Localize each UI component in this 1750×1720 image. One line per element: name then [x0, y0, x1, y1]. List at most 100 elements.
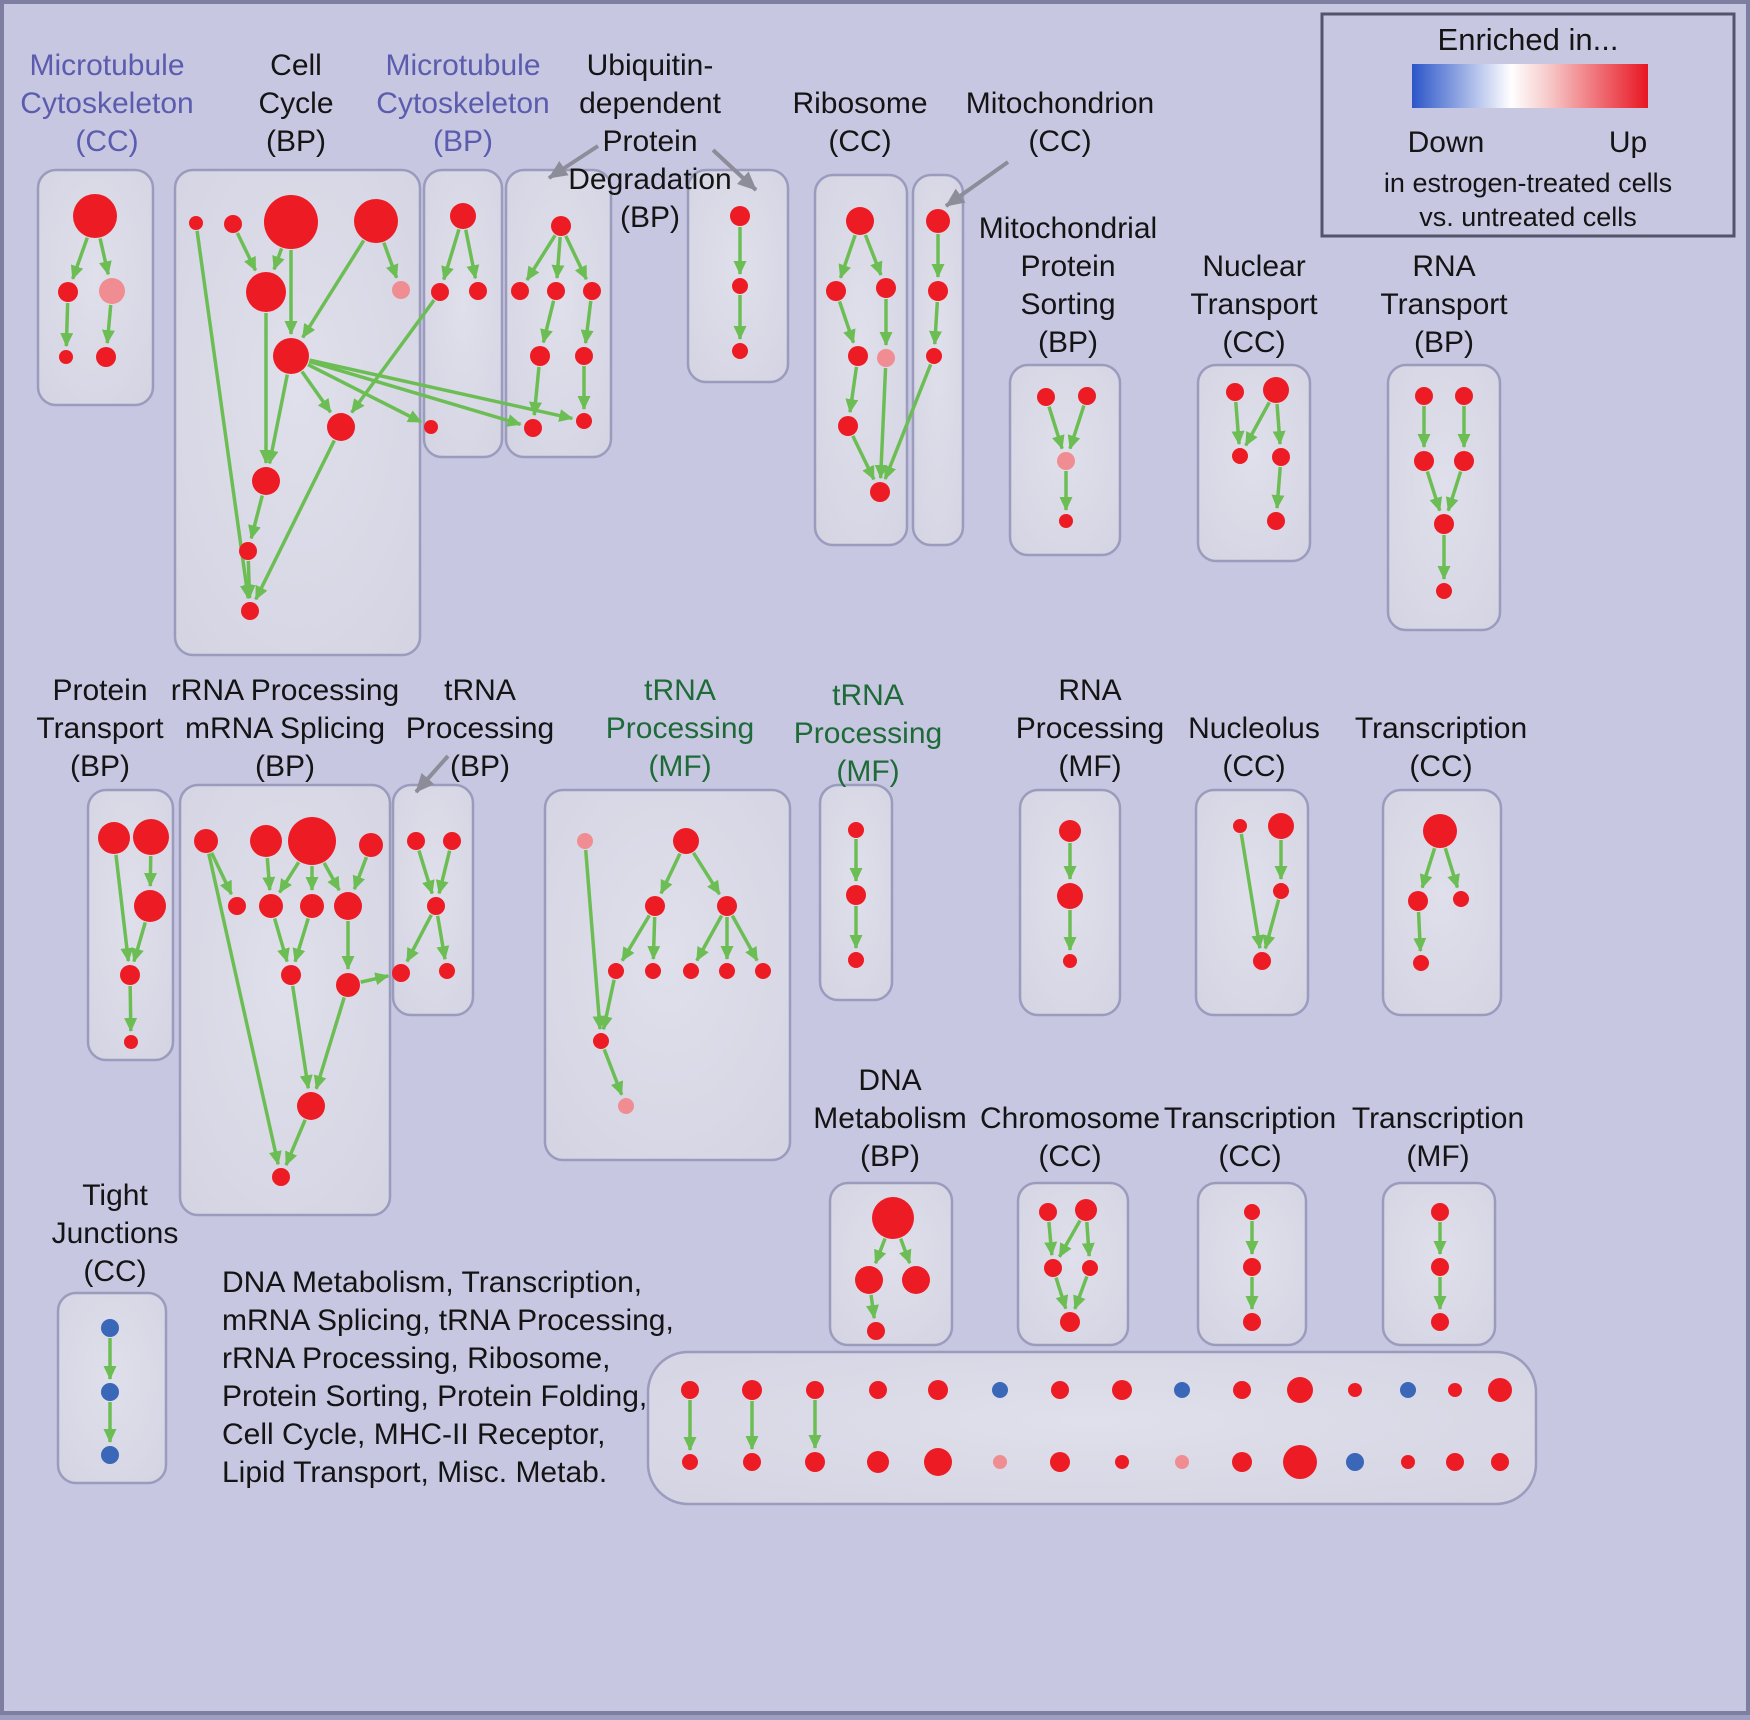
trna-processing-mf-1-node-1	[673, 828, 699, 854]
mixed-cluster-node-7	[867, 1451, 889, 1473]
tight-junctions-cc-node-2	[101, 1446, 119, 1464]
cell-cycle-bp-label-line-1: Cycle	[258, 87, 333, 120]
nucleolus-cc-node-2	[1273, 883, 1289, 899]
protein-transport-bp-label-line-1: Transport	[36, 712, 164, 745]
transcription-cc-1-node-1	[1408, 891, 1428, 911]
chromosome-cc-node-0	[1039, 1203, 1057, 1221]
cell-cycle-bp-node-6	[273, 338, 309, 374]
rna-transport-bp-label-line-1: Transport	[1380, 288, 1508, 321]
dna-metabolism-bp-node-2	[902, 1266, 930, 1294]
trna-processing-bp-node-1	[443, 832, 461, 850]
rrna-processing-mrna-splicing-bp-node-7	[334, 892, 362, 920]
trna-processing-bp-node-4	[439, 963, 455, 979]
edge-protein-transport-bp-3	[130, 986, 131, 1031]
rrna-processing-mrna-splicing-bp-node-0	[194, 829, 218, 853]
protein-transport-bp-node-0	[98, 822, 130, 854]
mixed-cluster-node-23	[1346, 1453, 1364, 1471]
mixed-cluster-node-17	[1175, 1455, 1189, 1469]
mixed-cluster-note-line-4: Cell Cycle, MHC-II Receptor,	[222, 1418, 605, 1451]
rrna-processing-mrna-splicing-bp-node-2	[288, 817, 336, 865]
ribosome-cc-node-1	[826, 281, 846, 301]
trna-processing-mf-2-node-2	[848, 952, 864, 968]
legend-caption-line1: in estrogen-treated cells	[1384, 168, 1672, 198]
mixed-cluster-node-9	[924, 1448, 952, 1476]
microtubule-cytoskeleton-cc-node-3	[59, 350, 73, 364]
transcription-mf-node-2	[1431, 1313, 1449, 1331]
rna-processing-mf-label-line-1: Processing	[1016, 712, 1164, 745]
rrna-processing-mrna-splicing-bp-node-11	[272, 1168, 290, 1186]
edge-microtubule-cytoskeleton-cc-2	[66, 303, 67, 346]
transcription-cc-2-node-2	[1243, 1313, 1261, 1331]
rrna-processing-mrna-splicing-bp-node-5	[259, 894, 283, 918]
edge-trna-processing-mf-1-3	[653, 917, 654, 959]
microtubule-cytoskeleton-cc-label-line-2: (CC)	[75, 125, 138, 158]
nucleolus-cc-node-3	[1253, 952, 1271, 970]
rna-processing-mf-label-line-0: RNA	[1058, 674, 1121, 707]
ribosome-cc-node-4	[877, 349, 895, 367]
ribosome-cc-node-0	[846, 207, 874, 235]
ubiquitin-degradation-bp-label-line-0: Ubiquitin-	[587, 49, 714, 82]
dna-metabolism-bp-node-3	[867, 1322, 885, 1340]
mitochondrial-protein-sorting-bp-label-line-0: Mitochondrial	[979, 212, 1157, 245]
ubiquitin-degradation-bp-2-node-2	[732, 343, 748, 359]
trna-processing-mf-1-node-8	[755, 963, 771, 979]
mixed-cluster-node-3	[743, 1453, 761, 1471]
rna-transport-bp-label-line-2: (BP)	[1414, 326, 1474, 359]
mitochondrial-protein-sorting-bp-label-line-1: Protein	[1020, 250, 1115, 283]
mixed-cluster-node-12	[1051, 1381, 1069, 1399]
microtubule-cytoskeleton-cc-label-line-0: Microtubule	[29, 49, 184, 82]
legend-title: Enriched in...	[1438, 22, 1619, 57]
ubiquitin-degradation-bp-node-3	[583, 282, 601, 300]
ubiquitin-degradation-bp-label-line-4: (BP)	[620, 201, 680, 234]
legend-gradient-bar	[1412, 64, 1648, 108]
mixed-cluster-node-10	[992, 1382, 1008, 1398]
mixed-cluster-node-16	[1174, 1382, 1190, 1398]
microtubule-cytoskeleton-bp-node-0	[450, 203, 476, 229]
mitochondrial-protein-sorting-bp-node-3	[1059, 514, 1073, 528]
mixed-cluster-node-28	[1488, 1378, 1512, 1402]
microtubule-cytoskeleton-bp-label-line-1: Cytoskeleton	[376, 87, 549, 120]
legend-caption-line2: vs. untreated cells	[1419, 202, 1637, 232]
legend-down-label: Down	[1408, 126, 1485, 159]
cell-cycle-bp-node-0	[189, 216, 203, 230]
cell-cycle-bp-node-2	[264, 195, 318, 249]
mixed-cluster-node-22	[1348, 1383, 1362, 1397]
rrna-processing-mrna-splicing-bp-node-8	[281, 965, 301, 985]
nuclear-transport-cc-node-4	[1267, 512, 1285, 530]
transcription-cc-2-label-line-0: Transcription	[1164, 1102, 1336, 1135]
mixed-cluster-node-13	[1050, 1452, 1070, 1472]
legend-up-label: Up	[1609, 126, 1647, 159]
rna-processing-mf-node-2	[1063, 954, 1077, 968]
mitochondrion-cc-label-line-0: Mitochondrion	[966, 87, 1154, 120]
microtubule-cytoskeleton-cc-node-2	[99, 278, 125, 304]
nuclear-transport-cc-node-1	[1263, 377, 1289, 403]
trna-processing-mf-1-node-7	[719, 963, 735, 979]
trna-processing-mf-2-node-0	[848, 822, 864, 838]
cell-cycle-bp-label-line-2: (BP)	[266, 125, 326, 158]
rrna-processing-mrna-splicing-bp-node-10	[297, 1092, 325, 1120]
cell-cycle-bp-node-10	[241, 602, 259, 620]
rrna-processing-mrna-splicing-bp-node-1	[250, 825, 282, 857]
rna-transport-bp-node-5	[1436, 583, 1452, 599]
microtubule-cytoskeleton-bp-node-1	[431, 283, 449, 301]
mixed-cluster-node-2	[742, 1380, 762, 1400]
tight-junctions-cc-label-line-2: (CC)	[83, 1255, 146, 1288]
trna-processing-bp-node-2	[427, 897, 445, 915]
protein-transport-bp-node-3	[120, 965, 140, 985]
rrna-processing-mrna-splicing-bp-node-9	[336, 973, 360, 997]
trna-processing-bp-label-line-0: tRNA	[444, 674, 516, 707]
trna-processing-mf-2-node-1	[846, 885, 866, 905]
protein-transport-bp-node-4	[124, 1035, 138, 1049]
rrna-processing-mrna-splicing-bp-label-line-1: mRNA Splicing	[185, 712, 385, 745]
microtubule-cytoskeleton-bp-node-2	[469, 282, 487, 300]
dna-metabolism-bp-label-line-1: Metabolism	[813, 1102, 966, 1135]
chromosome-cc-label-line-1: (CC)	[1038, 1140, 1101, 1173]
chromosome-cc-node-1	[1075, 1199, 1097, 1221]
trna-processing-mf-1-node-4	[608, 963, 624, 979]
nuclear-transport-cc-node-3	[1272, 448, 1290, 466]
chromosome-cc-label-line-0: Chromosome	[980, 1102, 1160, 1135]
rrna-processing-mrna-splicing-bp-node-6	[300, 894, 324, 918]
transcription-mf-label-line-0: Transcription	[1352, 1102, 1524, 1135]
edge-chromosome-cc-2	[1087, 1222, 1089, 1256]
